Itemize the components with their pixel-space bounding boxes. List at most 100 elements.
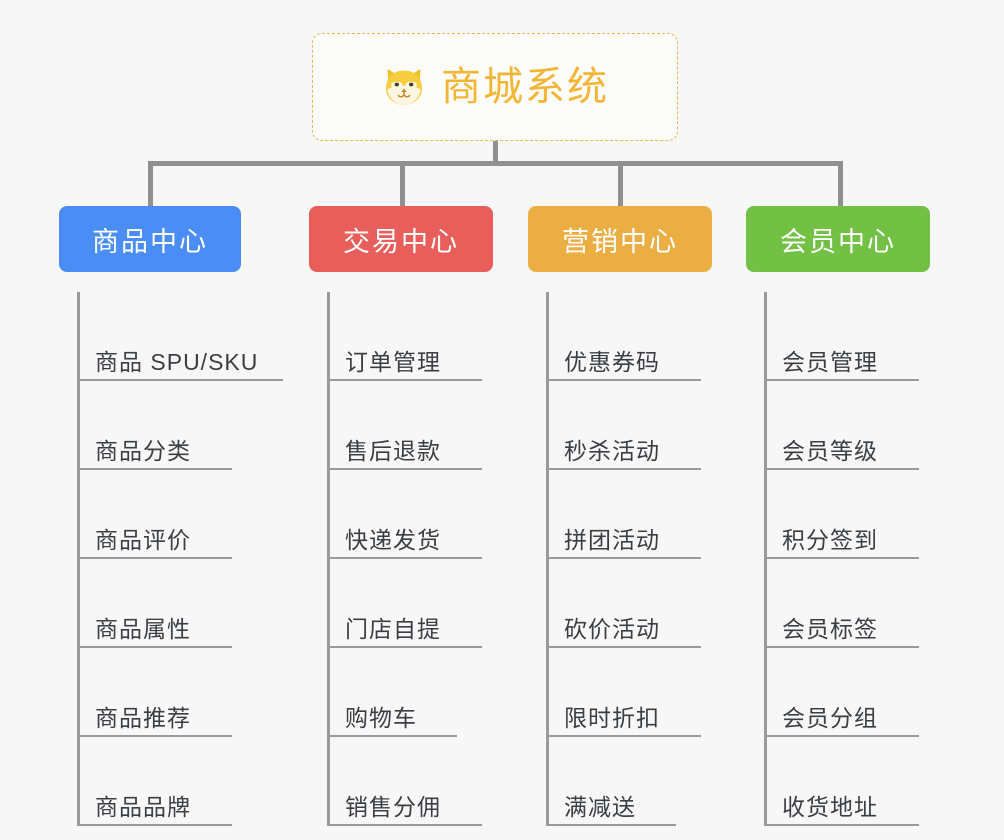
list-item[interactable]: 商品属性 [59, 559, 272, 648]
subitem-underline [764, 468, 919, 470]
subitem-label: 会员标签 [782, 615, 878, 642]
subitem-label: 商品评价 [95, 526, 191, 553]
subitem-label: 满减送 [564, 793, 636, 820]
root-title: 商城系统 [441, 65, 609, 109]
list-item[interactable]: 商品分类 [59, 381, 272, 470]
subitems-marketing-center: 优惠券码秒杀活动拼团活动砍价活动限时折扣满减送 [528, 292, 712, 826]
subitems-member-center: 会员管理会员等级积分签到会员标签会员分组收货地址 [746, 292, 930, 826]
subitem-label: 积分签到 [782, 526, 878, 553]
list-item[interactable]: 满减送 [528, 737, 712, 826]
connector-bus [148, 161, 842, 166]
subitem-label: 砍价活动 [564, 615, 660, 642]
list-item[interactable]: 订单管理 [309, 292, 493, 381]
category-label: 会员中心 [780, 226, 896, 257]
subitem-label: 售后退款 [345, 437, 441, 464]
subitem-underline [327, 557, 482, 559]
connector-drop-trade-center [400, 161, 405, 206]
subitem-underline [764, 557, 919, 559]
list-item[interactable]: 会员管理 [746, 292, 930, 381]
category-box-trade-center[interactable]: 交易中心 [309, 206, 493, 272]
connector-drop-marketing-center [618, 161, 623, 206]
spine-line [764, 292, 767, 826]
subitem-list: 订单管理售后退款快递发货门店自提购物车销售分佣 [309, 292, 493, 826]
subitem-underline [546, 468, 701, 470]
list-item[interactable]: 积分签到 [746, 470, 930, 559]
category-label: 交易中心 [343, 226, 459, 257]
subitem-underline [327, 824, 482, 826]
column-member-center: 会员中心会员管理会员等级积分签到会员标签会员分组收货地址 [746, 206, 930, 826]
list-item[interactable]: 售后退款 [309, 381, 493, 470]
subitem-underline [764, 646, 919, 648]
list-item[interactable]: 购物车 [309, 648, 493, 737]
subitem-underline [327, 646, 482, 648]
column-product-center: 商品中心商品 SPU/SKU 商品分类商品评价商品属性商品推荐商品品牌 [59, 206, 283, 826]
category-label: 营销中心 [562, 226, 678, 257]
list-item[interactable]: 商品评价 [59, 470, 272, 559]
subitem-label: 商品 SPU/SKU [95, 348, 259, 375]
list-item[interactable]: 商品 SPU/SKU [59, 292, 283, 381]
subitem-list: 优惠券码秒杀活动拼团活动砍价活动限时折扣满减送 [528, 292, 712, 826]
subitem-underline [77, 557, 232, 559]
subitem-underline [764, 379, 919, 381]
subitem-label: 秒杀活动 [564, 437, 660, 464]
category-box-marketing-center[interactable]: 营销中心 [528, 206, 712, 272]
subitem-underline [546, 646, 701, 648]
subitem-underline [764, 735, 919, 737]
root-node[interactable]: 商城系统 [312, 33, 678, 141]
subitem-label: 拼团活动 [564, 526, 660, 553]
subitem-label: 限时折扣 [564, 704, 660, 731]
list-item[interactable]: 优惠券码 [528, 292, 712, 381]
subitem-underline [77, 468, 232, 470]
list-item[interactable]: 会员等级 [746, 381, 930, 470]
connector-stem [493, 141, 498, 163]
subitem-label: 会员分组 [782, 704, 878, 731]
connector-drop-product-center [148, 161, 153, 206]
list-item[interactable]: 商品推荐 [59, 648, 272, 737]
list-item[interactable]: 快递发货 [309, 470, 493, 559]
subitem-label: 商品分类 [95, 437, 191, 464]
list-item[interactable]: 会员分组 [746, 648, 930, 737]
subitem-underline [327, 379, 482, 381]
category-label: 商品中心 [92, 226, 208, 257]
list-item[interactable]: 拼团活动 [528, 470, 712, 559]
category-box-member-center[interactable]: 会员中心 [746, 206, 930, 272]
subitem-label: 订单管理 [345, 348, 441, 375]
subitem-label: 销售分佣 [345, 793, 441, 820]
category-box-product-center[interactable]: 商品中心 [59, 206, 241, 272]
subitem-list: 商品 SPU/SKU 商品分类商品评价商品属性商品推荐商品品牌 [59, 292, 283, 826]
subitem-underline [546, 735, 701, 737]
subitem-label: 优惠券码 [564, 348, 660, 375]
list-item[interactable]: 门店自提 [309, 559, 493, 648]
subitem-label: 会员等级 [782, 437, 878, 464]
subitem-underline [546, 824, 676, 826]
list-item[interactable]: 秒杀活动 [528, 381, 712, 470]
subitem-underline [327, 735, 457, 737]
subitem-label: 快递发货 [345, 526, 441, 553]
subitems-trade-center: 订单管理售后退款快递发货门店自提购物车销售分佣 [309, 292, 493, 826]
shiba-dog-face-icon [386, 69, 422, 105]
list-item[interactable]: 砍价活动 [528, 559, 712, 648]
subitem-label: 收货地址 [782, 793, 878, 820]
connector-drop-member-center [838, 161, 843, 206]
spine-line [546, 292, 549, 826]
subitem-label: 购物车 [345, 704, 417, 731]
list-item[interactable]: 限时折扣 [528, 648, 712, 737]
spine-line [77, 292, 80, 826]
subitem-label: 门店自提 [345, 615, 441, 642]
subitem-label: 商品属性 [95, 615, 191, 642]
list-item[interactable]: 会员标签 [746, 559, 930, 648]
subitem-underline [546, 379, 701, 381]
subitem-label: 会员管理 [782, 348, 878, 375]
subitem-underline [77, 379, 283, 381]
list-item[interactable]: 商品品牌 [59, 737, 272, 826]
column-marketing-center: 营销中心优惠券码秒杀活动拼团活动砍价活动限时折扣满减送 [528, 206, 712, 826]
column-trade-center: 交易中心订单管理售后退款快递发货门店自提购物车销售分佣 [309, 206, 493, 826]
subitem-underline [77, 735, 232, 737]
list-item[interactable]: 收货地址 [746, 737, 930, 826]
subitem-underline [327, 468, 482, 470]
subitem-list: 会员管理会员等级积分签到会员标签会员分组收货地址 [746, 292, 930, 826]
subitem-label: 商品推荐 [95, 704, 191, 731]
list-item[interactable]: 销售分佣 [309, 737, 493, 826]
subitems-product-center: 商品 SPU/SKU 商品分类商品评价商品属性商品推荐商品品牌 [59, 292, 283, 826]
